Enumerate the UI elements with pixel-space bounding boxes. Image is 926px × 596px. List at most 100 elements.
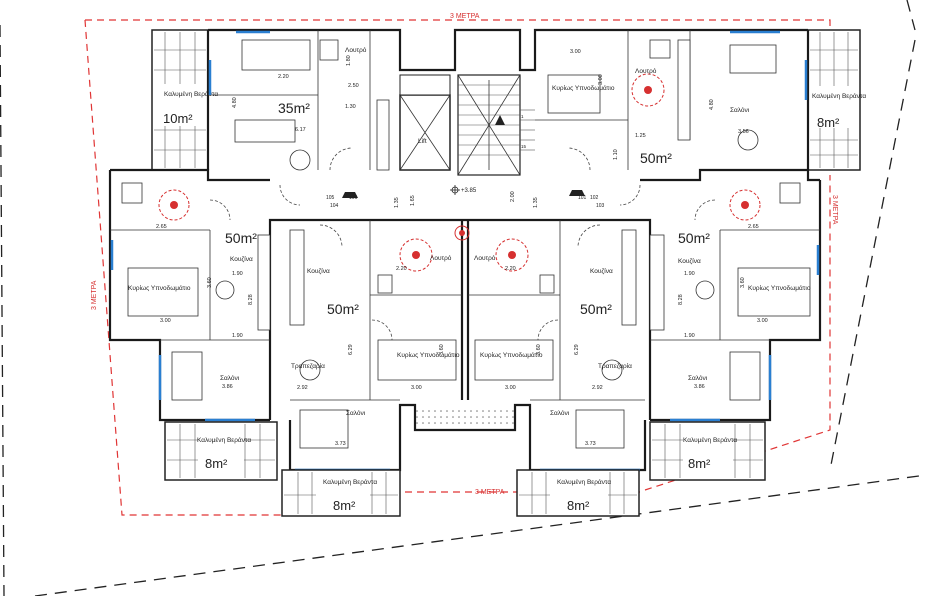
stair-step-15: 15 xyxy=(521,144,527,149)
apt50cl-dim-1: 2.20 xyxy=(396,266,407,272)
apt50cl-dim-4: 3.73 xyxy=(335,441,346,447)
veranda-3-area: 8m² xyxy=(205,456,228,471)
apt50cr-kitchen-label: Κουζίνα xyxy=(590,267,613,275)
apt50l-dim-7: 2.65 xyxy=(156,224,167,230)
beds xyxy=(127,39,811,381)
setback-top-label: 3 ΜΕΤΡΑ xyxy=(450,13,480,20)
apt50l-living-label: Σαλόνι xyxy=(220,374,240,382)
veranda-bottom-left xyxy=(281,469,401,517)
door-101: 101 xyxy=(578,195,587,201)
setback-left-label: 3 ΜΕΤΡΑ xyxy=(91,280,98,310)
apt35-bath-label: Λουτρό xyxy=(345,46,367,54)
corridor-dim-2: 1.35 xyxy=(394,197,400,208)
apt50l-bedroom-label: Κυρίως Υπνοδωμάτιο xyxy=(128,284,191,292)
veranda-4-area: 8m² xyxy=(688,456,711,471)
apt50cl-dim-6: 3.60 xyxy=(439,344,445,355)
apt50r-dim-7: 2.65 xyxy=(748,224,759,230)
apt50tr-dim-1: 3.00 xyxy=(570,49,581,55)
apt50cr-dim-5: 6.29 xyxy=(574,344,580,355)
setback-right-label: 3 ΜΕΤΡΑ xyxy=(831,195,838,225)
apt50r-bedroom-label: Κυρίως Υπνοδωμάτιο xyxy=(748,284,811,292)
veranda-1-area: 10m² xyxy=(163,111,193,126)
apt35-dim-4: 4.80 xyxy=(232,97,238,108)
veranda-6-title: Καλυμένη Βεράντα xyxy=(557,478,611,486)
apt50l-kitchen-label: Κουζίνα xyxy=(230,255,253,263)
door-102: 102 xyxy=(590,195,599,201)
apt35-dim-6: 2.50 xyxy=(348,83,359,89)
apt50cl-dim-2: 2.92 xyxy=(297,385,308,391)
apt50r-dim-4: 3.86 xyxy=(694,384,705,390)
apt50cl-living-label: Σαλόνι xyxy=(346,409,366,417)
apt35-dim-2: 1.30 xyxy=(345,104,356,110)
corridor-dim-1: 1.65 xyxy=(410,195,416,206)
apt50r-kitchen-label: Κουζίνα xyxy=(678,257,701,265)
door-104: 104 xyxy=(330,203,339,209)
apt50r-area: 50m² xyxy=(678,230,710,246)
apt35-dim-1: 2.20 xyxy=(278,74,289,80)
level-mark-text: +3.85 xyxy=(461,188,477,194)
setback-bottom-label: 3 ΜΕΤΡΑ xyxy=(475,489,505,496)
apt50tr-dim-6: 1.10 xyxy=(613,149,619,160)
apt50cl-kitchen-label: Κουζίνα xyxy=(307,267,330,275)
apt50tr-dim-5: 4.80 xyxy=(709,99,715,110)
door-tag-right xyxy=(569,190,585,196)
apt50cr-dim-1: 2.20 xyxy=(505,266,516,272)
apt35-dim-3: 6.17 xyxy=(295,127,306,133)
apt50cl-dining-label: Τραπεζαρία xyxy=(291,362,325,370)
stair-core xyxy=(399,74,535,176)
apt50tr-dim-3: 3.56 xyxy=(738,129,749,135)
apt50cr-dining-label: Τραπεζαρία xyxy=(598,362,632,370)
apt50cl-area: 50m² xyxy=(327,301,359,317)
veranda-lower-left xyxy=(164,421,278,481)
apt50cr-dim-3: 2.92 xyxy=(592,385,603,391)
apt50l-dim-5: 8.28 xyxy=(248,294,254,305)
apt50r-dim-2: 3.00 xyxy=(757,318,768,324)
apt50l-area: 50m² xyxy=(225,230,257,246)
level-marker xyxy=(450,185,460,195)
veranda-3-title: Καλυμένη Βεράντα xyxy=(197,436,251,444)
apt50tr-dim-4: 1.25 xyxy=(635,133,646,139)
apt50tr-bedroom-label: Κυρίως Υπνοδωμάτιο xyxy=(552,84,615,92)
apt50cr-living-label: Σαλόνι xyxy=(550,409,570,417)
apt50cr-area: 50m² xyxy=(580,301,612,317)
fixtures xyxy=(121,39,801,331)
apt50cl-bath-label: Λουτρό xyxy=(430,254,452,262)
door-105: 105 xyxy=(326,195,335,201)
apt50tr-living-label: Σαλόνι xyxy=(730,106,750,114)
apt50l-dim-3: 1.90 xyxy=(232,333,243,339)
apt50tr-bath-label: Λουτρό xyxy=(635,67,657,75)
corridor-dim-3: 2.00 xyxy=(510,191,516,202)
apt50tr-area: 50m² xyxy=(640,150,672,166)
wheelchair-icons xyxy=(170,86,749,259)
apt50cr-dim-6: 3.60 xyxy=(536,344,542,355)
apt50cl-dim-3: 3.00 xyxy=(411,385,422,391)
apt50cl-dim-5: 6.29 xyxy=(348,344,354,355)
veranda-top-left xyxy=(151,29,209,171)
apt50cl-bedroom-label: Κυρίως Υπνοδωμάτιο xyxy=(397,351,460,359)
apt50cr-bath-label: Λουτρό xyxy=(474,254,496,262)
apt50r-dim-5: 8.28 xyxy=(678,294,684,305)
apt50cr-bedroom-label: Κυρίως Υπνοδωμάτιο xyxy=(480,351,543,359)
apt50l-dim-6: 3.60 xyxy=(207,277,213,288)
corridor-dim-4: 1.35 xyxy=(533,197,539,208)
veranda-1-title: Καλυμένη Βεράντα xyxy=(164,90,218,98)
lift-label: Lift xyxy=(418,138,427,145)
door-swings xyxy=(209,147,716,341)
veranda-lower-right xyxy=(649,421,766,481)
apt50l-dim-1: 1.90 xyxy=(232,271,243,277)
accessible-wc-icons xyxy=(158,73,761,272)
apt35-area: 35m² xyxy=(278,100,310,116)
veranda-4-title: Καλυμένη Βεράντα xyxy=(683,436,737,444)
furniture xyxy=(171,44,777,449)
apt50r-living-label: Σαλόνι xyxy=(688,374,708,382)
apt50cr-dim-2: 3.00 xyxy=(505,385,516,391)
door-103: 103 xyxy=(596,203,605,209)
veranda-5-area: 8m² xyxy=(333,498,356,513)
apt50l-dim-4: 3.86 xyxy=(222,384,233,390)
veranda-bottom-right xyxy=(516,469,640,517)
apt50r-dim-6: 3.60 xyxy=(740,277,746,288)
apt50r-dim-1: 1.90 xyxy=(684,271,695,277)
apt50r-dim-3: 1.90 xyxy=(684,333,695,339)
